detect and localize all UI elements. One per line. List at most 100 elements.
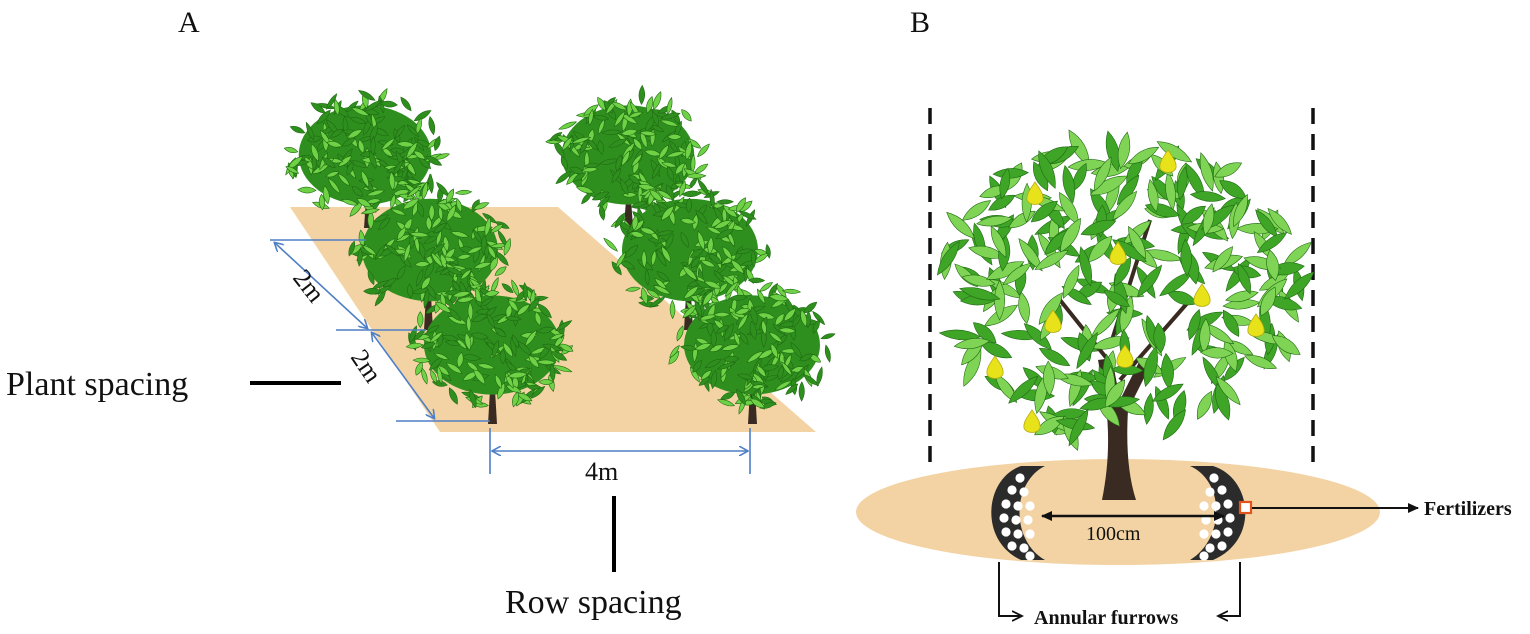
leaf-shape (704, 358, 723, 369)
panel-b-label: B (910, 6, 930, 39)
leaf-shape (455, 197, 463, 213)
leaf-shape (395, 150, 406, 170)
leaf-shape (774, 313, 785, 326)
leaf-shape (973, 322, 997, 344)
leaf-shape (1212, 246, 1234, 273)
leaf-shape (715, 325, 730, 334)
leaf-shape (608, 138, 628, 148)
leaf-shape (450, 231, 470, 238)
leaf-shape (583, 104, 599, 116)
leaf-shape (734, 308, 751, 315)
leaf-shape (416, 139, 432, 148)
leaf-shape (697, 230, 705, 251)
leaf-shape (1199, 152, 1214, 192)
leaf-shape (469, 389, 477, 409)
fertilizer-dot (1205, 487, 1215, 497)
leaf-shape (680, 231, 689, 248)
leaf-shape (615, 251, 627, 269)
leaf-shape (406, 141, 418, 159)
leaf-shape (329, 128, 344, 138)
fertilizer-dot (1209, 473, 1219, 483)
fertilizer-dot (1223, 527, 1233, 537)
leaf-shape (768, 283, 778, 299)
leaf-shape (620, 113, 638, 125)
leaf-shape (669, 299, 676, 320)
leaf-shape (487, 313, 508, 322)
annular-furrows-label: Annular furrows (1034, 607, 1179, 629)
leaf-shape (768, 331, 783, 343)
leaf-shape (1147, 178, 1159, 213)
leaf-shape (394, 124, 405, 139)
leaf-shape (643, 149, 662, 157)
leaf-shape (408, 231, 430, 238)
leaf-shape (368, 150, 377, 170)
leaf-shape (501, 283, 514, 293)
leaf-shape (1266, 249, 1280, 282)
leaf-shape (583, 162, 601, 169)
leaf-shape (1180, 205, 1206, 225)
leaf-shape (462, 371, 479, 381)
fertilizer-dots (999, 473, 1235, 561)
leaf-shape (682, 265, 698, 281)
fertilizer-dot (1199, 501, 1209, 511)
leaf-shape (1079, 246, 1092, 287)
leaf-shape (451, 291, 472, 298)
leaf-shape (619, 260, 636, 270)
leaf-shape (558, 343, 574, 352)
leaf-shape (528, 298, 540, 312)
fertilizer-dot (1001, 499, 1011, 509)
leaf-shape (466, 314, 472, 333)
leaf-shape (413, 150, 426, 160)
leaf-shape (495, 374, 502, 389)
furrow-distance-value: 100cm (1086, 523, 1141, 545)
leaf-shape (675, 162, 686, 175)
leaf-shape (1111, 364, 1144, 376)
leaf-shape (524, 329, 538, 347)
leaf-shape (720, 344, 741, 351)
leaf-shape (530, 386, 546, 399)
leaf-shape (620, 178, 629, 196)
leaf-shape (373, 214, 390, 222)
leaf-shape (714, 206, 724, 223)
leaf-shape (1127, 146, 1160, 165)
leaf-shape (597, 195, 611, 208)
leaf-shape (733, 331, 741, 347)
leaf-shape (1282, 241, 1312, 267)
leaf-shape (697, 143, 710, 158)
leaf-shape (685, 140, 692, 161)
leaf-shape (738, 210, 757, 220)
fertilizer-dot (1015, 473, 1025, 483)
leaf-shape (615, 154, 623, 172)
leaf-shape (640, 287, 648, 305)
leaf-shape (538, 379, 554, 385)
leaf-shape (1103, 290, 1131, 307)
fertilizers-label: Fertilizers (1424, 498, 1512, 520)
leaf-shape (621, 150, 630, 167)
leaf-shape (690, 153, 696, 174)
leaf-shape (735, 248, 753, 255)
furrows-bracket-left (998, 562, 1022, 616)
leaf-shape (812, 310, 826, 326)
leaf-shape (1233, 193, 1248, 228)
leaf-shape (597, 139, 605, 156)
leaf-shape (824, 344, 831, 363)
row-spacing-label: Row spacing (505, 584, 682, 621)
leaf-shape (502, 342, 513, 358)
leaf-shape (416, 268, 424, 287)
leaf-shape (1189, 191, 1226, 202)
leaf-shape (1222, 309, 1240, 337)
leaf-shape (1018, 238, 1043, 272)
leaf-shape (679, 180, 686, 198)
leaf-shape (1153, 322, 1166, 354)
leaf-shape (1159, 271, 1193, 297)
leaf-shape (710, 369, 718, 390)
leaf-shape (374, 244, 386, 261)
leaf-shape (946, 211, 976, 239)
leaf-shape (1180, 238, 1192, 277)
leaf-shape (484, 290, 500, 297)
leaf-shape (1215, 376, 1241, 406)
leaf-shape (698, 314, 718, 321)
leaf-shape (695, 209, 708, 225)
leaf-shape (1060, 217, 1081, 253)
